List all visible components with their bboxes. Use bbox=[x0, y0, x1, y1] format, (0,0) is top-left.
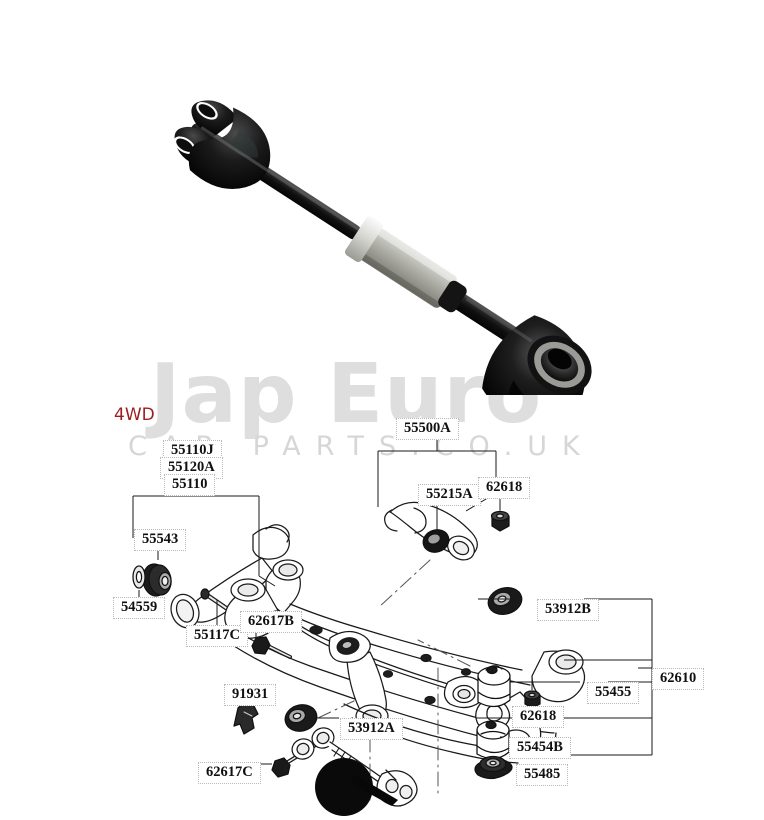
part-label-91931[interactable]: 91931 bbox=[224, 684, 277, 706]
part-label-62617C[interactable]: 62617C bbox=[198, 762, 261, 784]
part-label-55117C[interactable]: 55117C bbox=[186, 625, 248, 647]
cursor-pointer-tail bbox=[352, 774, 398, 806]
part-label-62618-top[interactable]: 62618 bbox=[478, 477, 531, 499]
product-photo-lateral-link bbox=[173, 100, 592, 395]
part-label-55454B[interactable]: 55454B bbox=[509, 737, 571, 759]
part-label-54559[interactable]: 54559 bbox=[113, 597, 166, 619]
part-label-55215A[interactable]: 55215A bbox=[418, 484, 481, 506]
exploded-line-drawing bbox=[132, 435, 653, 807]
part-label-53912A[interactable]: 53912A bbox=[340, 718, 403, 740]
part-label-53912B[interactable]: 53912B bbox=[537, 599, 599, 621]
part-label-55485[interactable]: 55485 bbox=[516, 764, 569, 786]
part-label-62617B[interactable]: 62617B bbox=[240, 611, 302, 633]
part-label-55455[interactable]: 55455 bbox=[587, 682, 640, 704]
part-label-55543[interactable]: 55543 bbox=[134, 529, 187, 551]
part-label-62610[interactable]: 62610 bbox=[652, 668, 705, 690]
drivetrain-tag: 4WD bbox=[114, 405, 155, 425]
part-label-62618-bottom[interactable]: 62618 bbox=[512, 706, 565, 728]
part-label-55500A[interactable]: 55500A bbox=[396, 418, 459, 440]
part-label-55110[interactable]: 55110 bbox=[164, 474, 216, 496]
